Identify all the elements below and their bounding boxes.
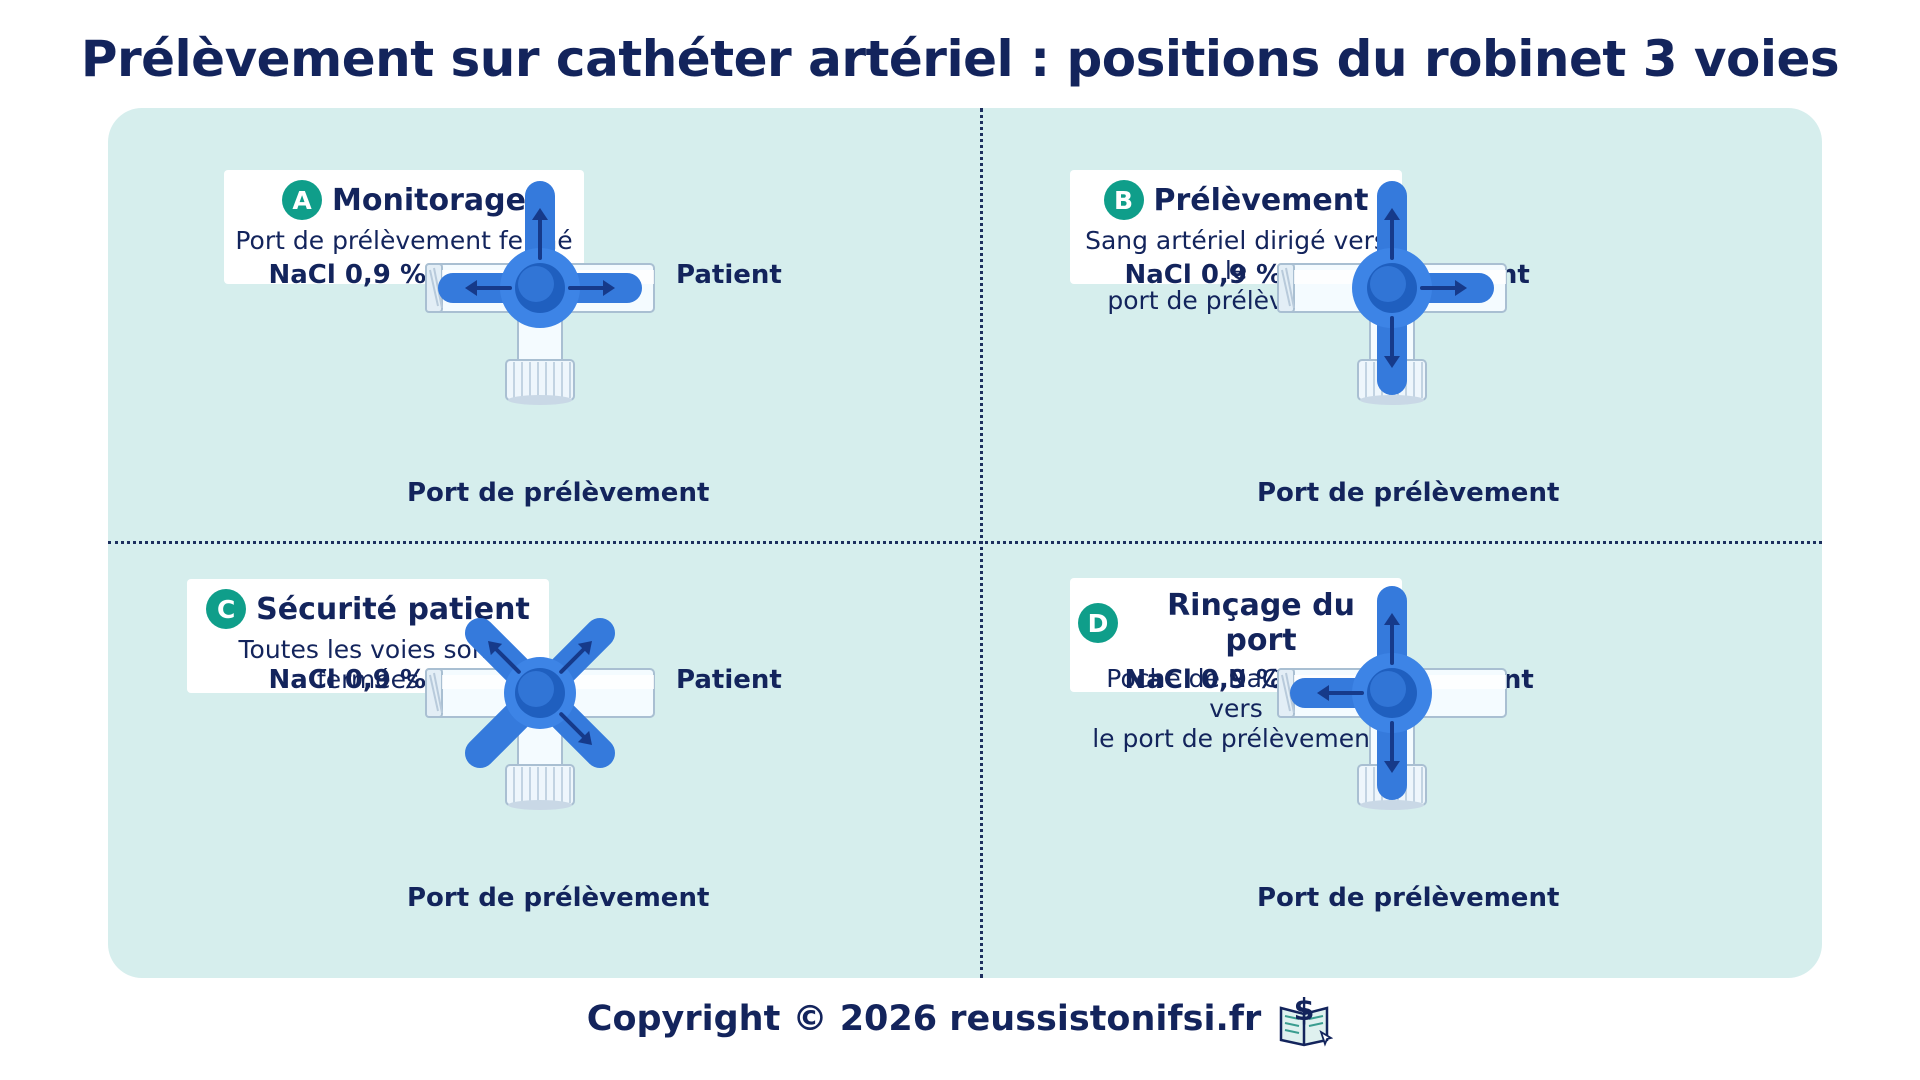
copyright-text: Copyright © 2026 reussistonifsi.fr	[586, 999, 1262, 1039]
label-port-a: Port de prélèvement	[407, 478, 710, 508]
description-line: Port de prélèvement fermé	[235, 226, 573, 255]
card-description: Port de prélèvement fermé	[232, 226, 576, 256]
description-line: fermées	[316, 665, 420, 694]
flow-arrows	[1384, 208, 1467, 368]
flow-arrow-down-right	[559, 712, 592, 745]
label-nacl-b: NaCl 0,9 %	[1124, 260, 1282, 290]
flow-arrow-up-left	[488, 641, 521, 674]
card-description: Toutes les voies sont fermées	[195, 635, 541, 695]
flow-arrow-left	[1317, 685, 1364, 701]
svg-text:$: $	[1294, 993, 1315, 1028]
card-securite-patient: C Sécurité patient Toutes les voies sont…	[187, 579, 549, 695]
card-heading: A Monitorage	[232, 180, 576, 220]
flow-arrow-right	[568, 280, 615, 296]
flow-arrow-up	[1384, 208, 1400, 260]
valve-body	[425, 668, 655, 810]
description-line: le port de prélèvement	[1092, 724, 1380, 753]
flow-arrow-down	[1384, 316, 1400, 368]
card-heading: D Rinçage du port	[1078, 588, 1394, 658]
card-rincage-du-port: D Rinçage du port Poche de NaCl 0,9 % ve…	[1070, 578, 1402, 753]
badge-c: C	[206, 589, 247, 629]
label-port-c: Port de prélèvement	[407, 883, 710, 913]
label-patient-a: Patient	[676, 260, 782, 290]
label-port-b: Port de prélèvement	[1257, 478, 1560, 508]
flow-arrows	[488, 641, 592, 745]
flow-arrow-left	[465, 280, 512, 296]
label-nacl-a: NaCl 0,9 %	[268, 260, 426, 290]
stopcock-c	[330, 543, 750, 823]
stopcock-b	[1182, 138, 1602, 418]
flow-arrows	[465, 208, 615, 296]
footer: Copyright © 2026 reussistonifsi.fr $	[0, 990, 1920, 1048]
badge-d: D	[1078, 603, 1118, 643]
flow-arrow-up-right	[559, 641, 592, 674]
description-line: Sang artériel dirigé vers le	[1085, 226, 1387, 285]
card-description: Poche de NaCl 0,9 % vers le port de prél…	[1078, 664, 1394, 754]
stopcock-d	[1182, 543, 1602, 823]
stopcock-a	[330, 138, 750, 418]
flow-arrow-right	[1420, 280, 1467, 296]
flow-arrow-up	[1384, 613, 1400, 665]
heading-text: Prélèvement	[1153, 182, 1369, 218]
card-heading: B Prélèvement	[1078, 180, 1394, 220]
label-nacl-c: NaCl 0,9 %	[268, 665, 426, 695]
open-book-dollar-icon: $	[1275, 990, 1334, 1048]
label-port-d: Port de prélèvement	[1257, 883, 1560, 913]
description-line: Toutes les voies sont	[238, 635, 498, 664]
label-patient-c: Patient	[676, 665, 782, 695]
heading-text: Monitorage	[332, 182, 526, 218]
badge-a: A	[282, 180, 323, 220]
badge-b: B	[1103, 180, 1144, 220]
flow-arrow-down	[1384, 721, 1400, 773]
page-title: Prélèvement sur cathéter artériel : posi…	[80, 30, 1840, 88]
flow-arrow-up	[532, 208, 548, 260]
horizontal-divider	[108, 541, 1822, 544]
card-monitorage: A Monitorage Port de prélèvement fermé	[224, 170, 584, 284]
heading-text: Rinçage du port	[1167, 588, 1355, 658]
label-nacl-d: NaCl 0,9 %	[1124, 665, 1282, 695]
diagram-panel: A Monitorage Port de prélèvement fermé N…	[108, 108, 1822, 978]
flow-arrows	[1317, 613, 1400, 773]
